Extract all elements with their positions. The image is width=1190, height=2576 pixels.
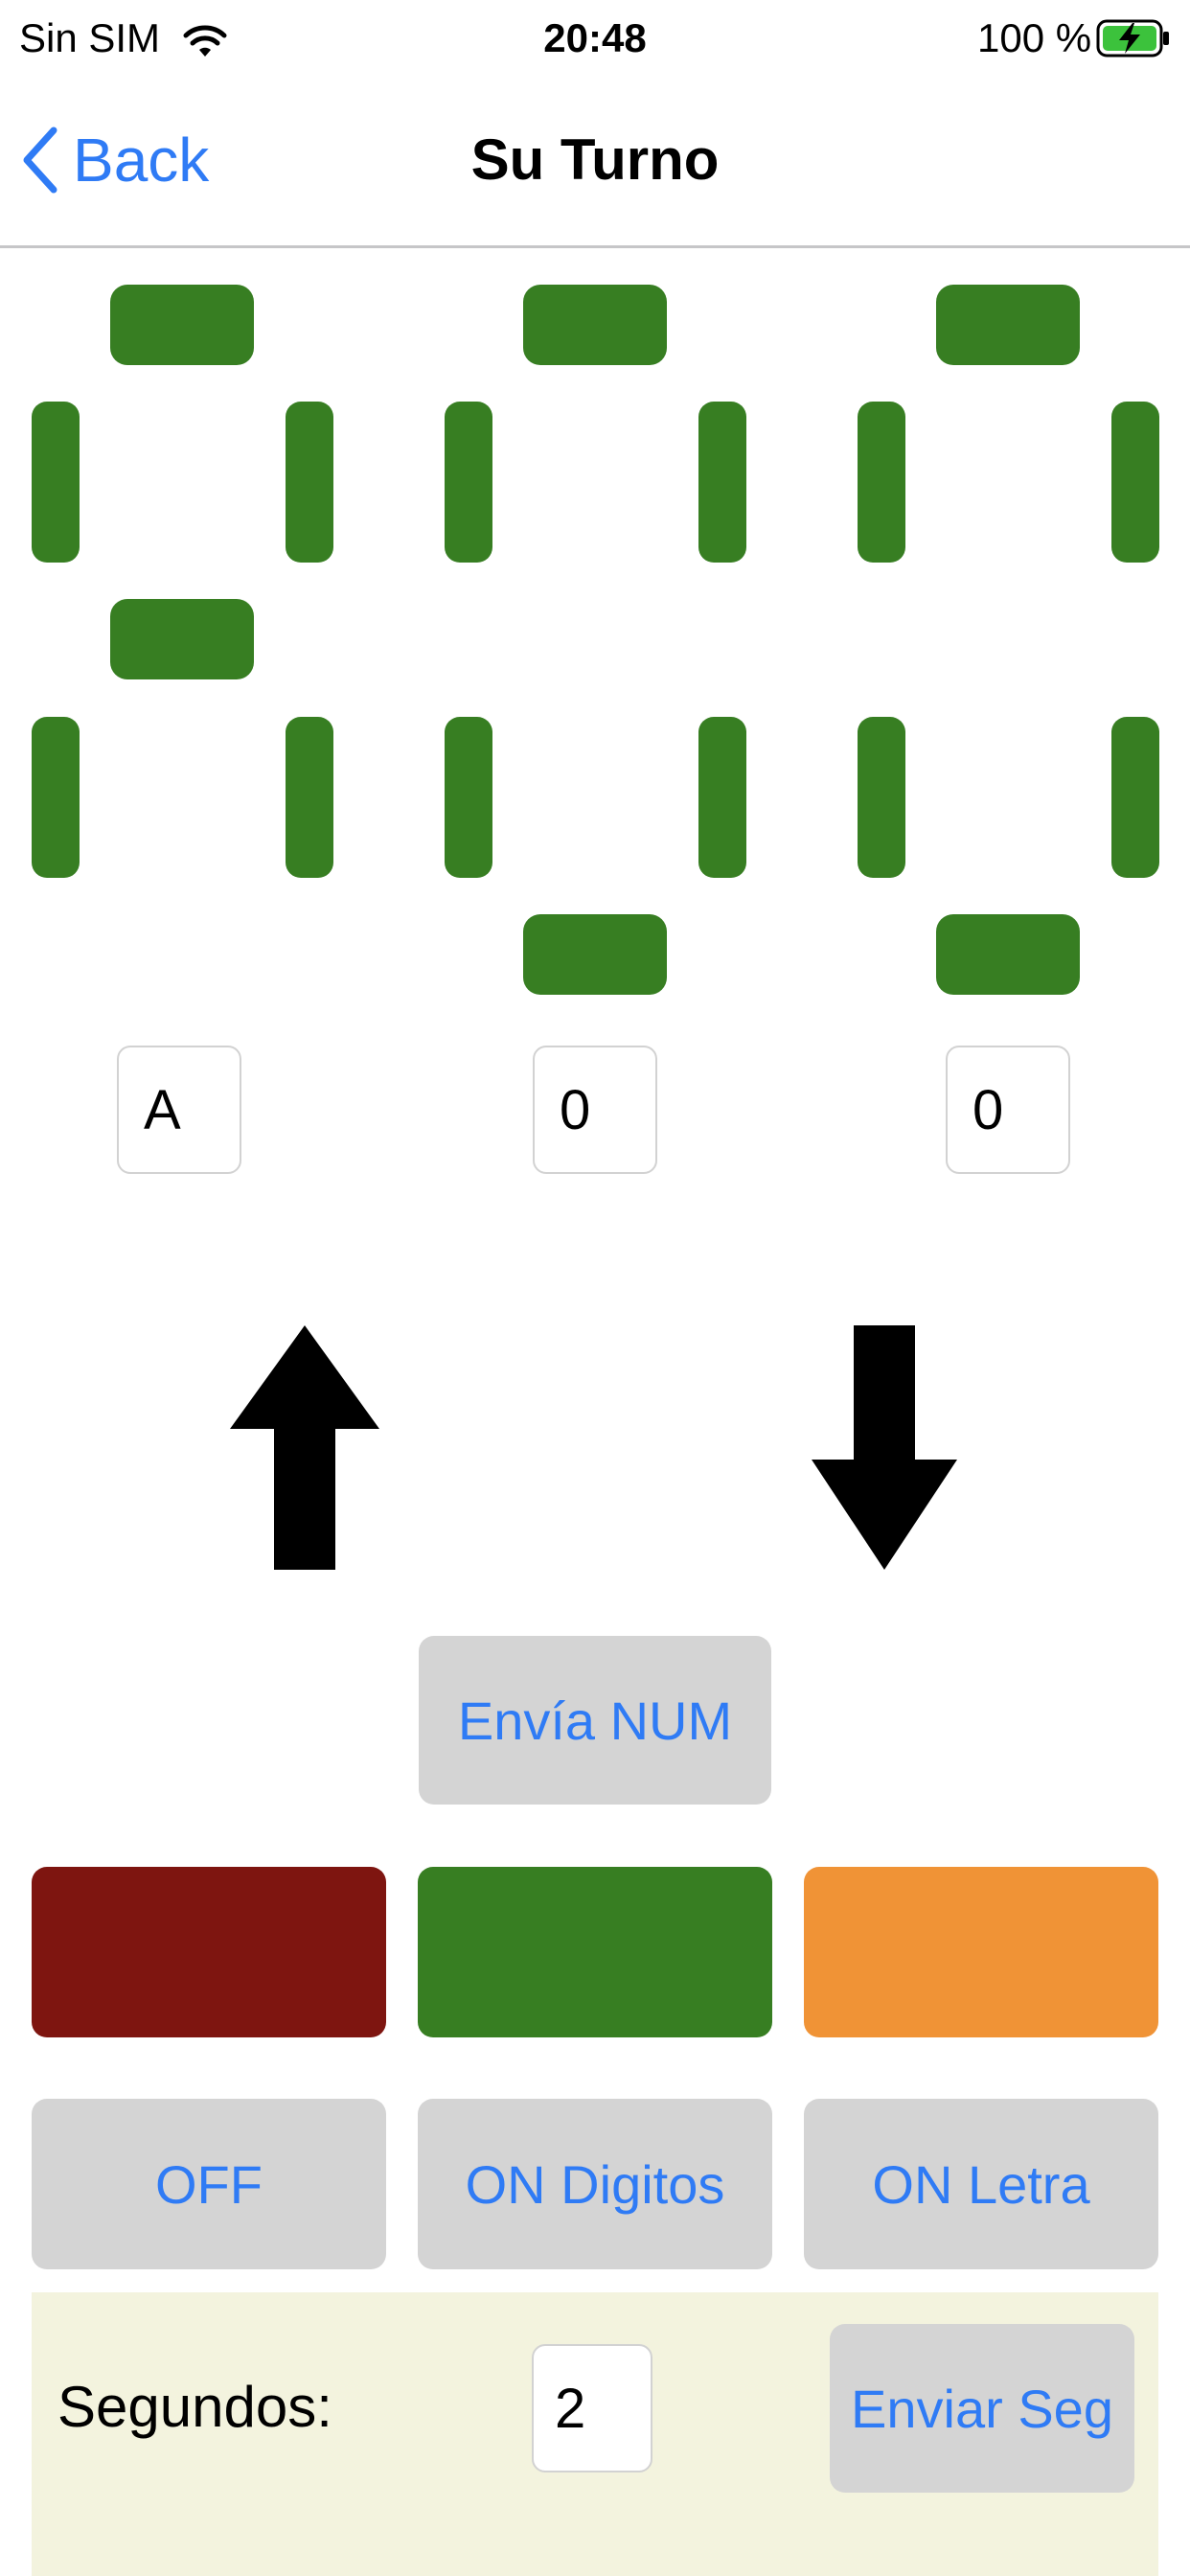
segment-bottom <box>523 914 667 995</box>
segment-lower-right <box>698 717 746 878</box>
segment-top <box>110 285 254 365</box>
segment-lower-left <box>445 717 492 878</box>
segment-upper-right <box>698 402 746 563</box>
segment-top <box>523 285 667 365</box>
on-letter-button[interactable]: ON Letra <box>804 2099 1158 2269</box>
segment-lower-left <box>858 717 905 878</box>
seconds-label: Segundos: <box>57 2375 332 2439</box>
digit-3-field[interactable]: 0 <box>946 1046 1070 1174</box>
on-digits-button[interactable]: ON Digitos <box>418 2099 772 2269</box>
status-carrier: Sin SIM <box>19 15 229 61</box>
segment-lower-right <box>286 717 333 878</box>
battery-percent: 100 % <box>977 15 1092 60</box>
segment-bottom <box>936 914 1080 995</box>
page-title: Su Turno <box>470 127 720 192</box>
color-red-button[interactable] <box>32 1867 386 2037</box>
nav-divider <box>0 245 1190 248</box>
digit-1-field[interactable]: A <box>117 1046 241 1174</box>
color-orange-button[interactable] <box>804 1867 1158 2037</box>
segment-middle <box>110 599 254 679</box>
send-number-button[interactable]: Envía NUM <box>419 1636 771 1805</box>
arrow-up-icon[interactable] <box>230 1325 379 1570</box>
arrow-down-icon[interactable] <box>812 1325 957 1570</box>
segment-upper-left <box>32 402 80 563</box>
segment-upper-right <box>1111 402 1159 563</box>
back-label: Back <box>73 126 210 195</box>
seconds-input[interactable]: 2 <box>532 2344 652 2472</box>
battery-charging-icon <box>1096 19 1169 58</box>
digit-2-field[interactable]: 0 <box>533 1046 657 1174</box>
segment-upper-right <box>286 402 333 563</box>
segment-upper-left <box>445 402 492 563</box>
status-time: 20:48 <box>543 15 647 60</box>
carrier-text: Sin SIM <box>19 15 161 60</box>
color-green-button[interactable] <box>418 1867 772 2037</box>
segment-upper-left <box>858 402 905 563</box>
send-seconds-button[interactable]: Enviar Seg <box>830 2324 1134 2493</box>
segment-lower-right <box>1111 717 1159 878</box>
off-button[interactable]: OFF <box>32 2099 386 2269</box>
back-button[interactable]: Back <box>21 125 209 196</box>
segment-lower-left <box>32 717 80 878</box>
wifi-icon <box>183 25 227 57</box>
chevron-left-icon <box>23 126 57 194</box>
segment-top <box>936 285 1080 365</box>
